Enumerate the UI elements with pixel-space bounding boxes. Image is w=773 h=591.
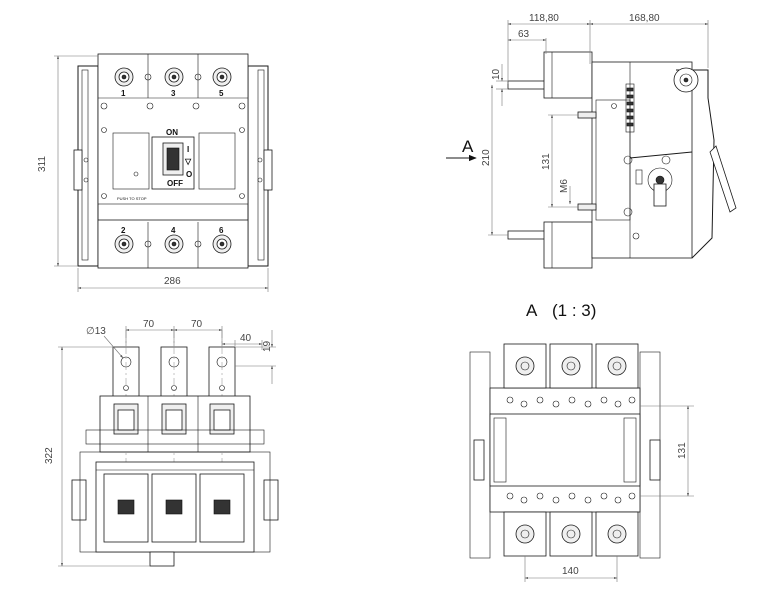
top-dim-40: 40 (240, 333, 252, 344)
view-a-title: A (526, 301, 538, 320)
front-top-terminals (114, 67, 232, 87)
terminal-label-4: 4 (171, 226, 176, 235)
terminal-label-1: 1 (121, 89, 126, 98)
terminal-label-3: 3 (171, 89, 176, 98)
top-dim-70-b: 70 (191, 319, 203, 330)
view-marker-a: A (462, 137, 474, 156)
side-dim-63: 63 (518, 29, 530, 40)
front-screws (83, 102, 263, 199)
top-dim-19: 19 (262, 340, 273, 352)
side-view: A 118,80 168,80 63 10 210 131 M6 (446, 13, 737, 269)
symbol-on: I (187, 145, 189, 154)
view-a-screws (506, 396, 636, 504)
side-dim-118: 118,80 (529, 13, 559, 24)
terminal-label-2: 2 (121, 226, 126, 235)
top-height-dim: 322 (44, 447, 55, 464)
view-a: A (1 : 3) (469, 301, 694, 582)
top-view: 70 70 40 19 ∅13 322 (44, 319, 279, 567)
side-dim-131: 131 (541, 153, 552, 170)
terminal-label-6: 6 (219, 226, 224, 235)
front-bottom-terminals (114, 234, 232, 254)
top-hole-dim: ∅13 (86, 326, 106, 337)
top-dim-70-a: 70 (143, 319, 155, 330)
side-dim-210: 210 (481, 149, 492, 166)
front-width-dim: 286 (164, 276, 181, 287)
symbol-off: O (186, 170, 192, 179)
side-dim-168: 168,80 (629, 13, 660, 24)
handle-on-label: ON (166, 128, 178, 137)
view-a-dim-131: 131 (677, 442, 688, 459)
push-to-stop-label: PUSH TO STOP (117, 196, 147, 201)
front-view: 1 3 5 2 4 6 ON OFF I ▽ O PUSH TO STOP 31… (37, 53, 273, 292)
view-a-dim-140: 140 (562, 566, 579, 577)
side-dim-10: 10 (491, 68, 502, 80)
svg-text:▽: ▽ (184, 157, 192, 166)
terminal-label-5: 5 (219, 89, 224, 98)
handle-off-label: OFF (167, 179, 183, 188)
side-dim-m6: M6 (559, 179, 570, 193)
front-height-dim: 311 (37, 156, 48, 172)
view-a-scale: (1 : 3) (552, 301, 596, 320)
